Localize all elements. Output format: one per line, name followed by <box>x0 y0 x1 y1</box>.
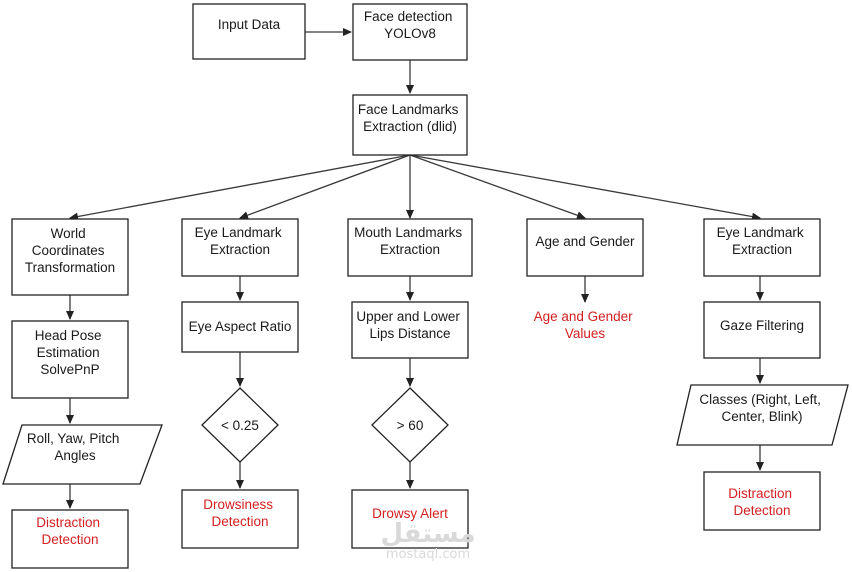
node-distraction-1: Distraction Detection <box>11 509 129 569</box>
threshold-mouth-label: > 60 <box>397 418 424 433</box>
node-head-pose: Head Pose Estimation SolvePnP <box>11 320 129 399</box>
edge-landmarks-to-eye2 <box>409 154 761 221</box>
watermark: مستقل mostaql.com <box>380 519 475 562</box>
watermark-arabic: مستقل <box>380 519 475 549</box>
age-gender-label: Age and Gender <box>535 234 635 249</box>
node-gaze-filtering: Gaze Filtering <box>703 301 821 359</box>
world-coordinates-label: World Coordinates Transformation <box>25 226 115 275</box>
node-world-coordinates: World Coordinates Transformation <box>11 218 129 296</box>
node-distraction-2: Distraction Detection <box>703 471 821 531</box>
node-drowsiness: Drowsiness Detection <box>181 489 299 549</box>
head-pose-label: Head Pose Estimation SolvePnP <box>35 328 106 377</box>
node-eye-aspect-ratio: Eye Aspect Ratio <box>181 301 299 353</box>
node-angles: Roll, Yaw, Pitch Angles <box>2 424 163 485</box>
eye-landmark-1-label: Eye Landmark Extraction <box>195 225 286 257</box>
edge-landmarks-to-world <box>69 154 411 221</box>
node-mouth-landmarks: Mouth Landmarks Extraction <box>347 218 473 277</box>
classes-label: Classes (Right, Left, Center, Blink) <box>699 392 824 424</box>
drowsy-alert-label: Drowsy Alert <box>372 506 448 521</box>
edge-landmarks-to-agegender <box>409 154 586 220</box>
mouth-landmarks-label: Mouth Landmarks Extraction <box>354 225 466 257</box>
drowsiness-label: Drowsiness Detection <box>203 497 277 529</box>
node-threshold-ear: < 0.25 <box>201 387 279 463</box>
node-age-gender: Age and Gender Age and Gender Values <box>526 218 644 341</box>
node-threshold-mouth: > 60 <box>371 387 449 463</box>
threshold-ear-label: < 0.25 <box>221 418 259 433</box>
node-lips-distance: Upper and Lower Lips Distance <box>351 301 469 359</box>
node-eye-landmark-2: Eye Landmark Extraction <box>703 218 821 277</box>
distraction-1-label: Distraction Detection <box>36 515 104 547</box>
watermark-latin: mostaql.com <box>386 547 470 562</box>
node-input-data: Input Data <box>192 3 306 60</box>
angles-label: Roll, Yaw, Pitch Angles <box>27 431 123 463</box>
gaze-filtering-label: Gaze Filtering <box>720 318 804 333</box>
node-eye-landmark-1: Eye Landmark Extraction <box>181 218 299 277</box>
face-detection-label: Face detection YOLOv8 <box>364 9 456 41</box>
edge-landmarks-to-eye1 <box>239 154 411 219</box>
lips-distance-label: Upper and Lower Lips Distance <box>356 309 463 341</box>
distraction-2-label: Distraction Detection <box>728 486 796 518</box>
input-data-label: Input Data <box>218 17 281 32</box>
eye-landmark-2-label: Eye Landmark Extraction <box>717 225 808 257</box>
connectors <box>66 28 764 509</box>
age-gender-values-label: Age and Gender Values <box>534 309 637 341</box>
eye-aspect-ratio-label: Eye Aspect Ratio <box>189 319 292 334</box>
node-face-detection: Face detection YOLOv8 <box>352 3 468 61</box>
node-face-landmarks: Face Landmarks Extraction (dlid) <box>352 94 468 156</box>
face-landmarks-label: Face Landmarks Extraction (dlid) <box>358 102 462 134</box>
node-drowsy-alert: Drowsy Alert <box>351 489 469 549</box>
node-classes: Classes (Right, Left, Center, Blink) <box>676 384 849 446</box>
